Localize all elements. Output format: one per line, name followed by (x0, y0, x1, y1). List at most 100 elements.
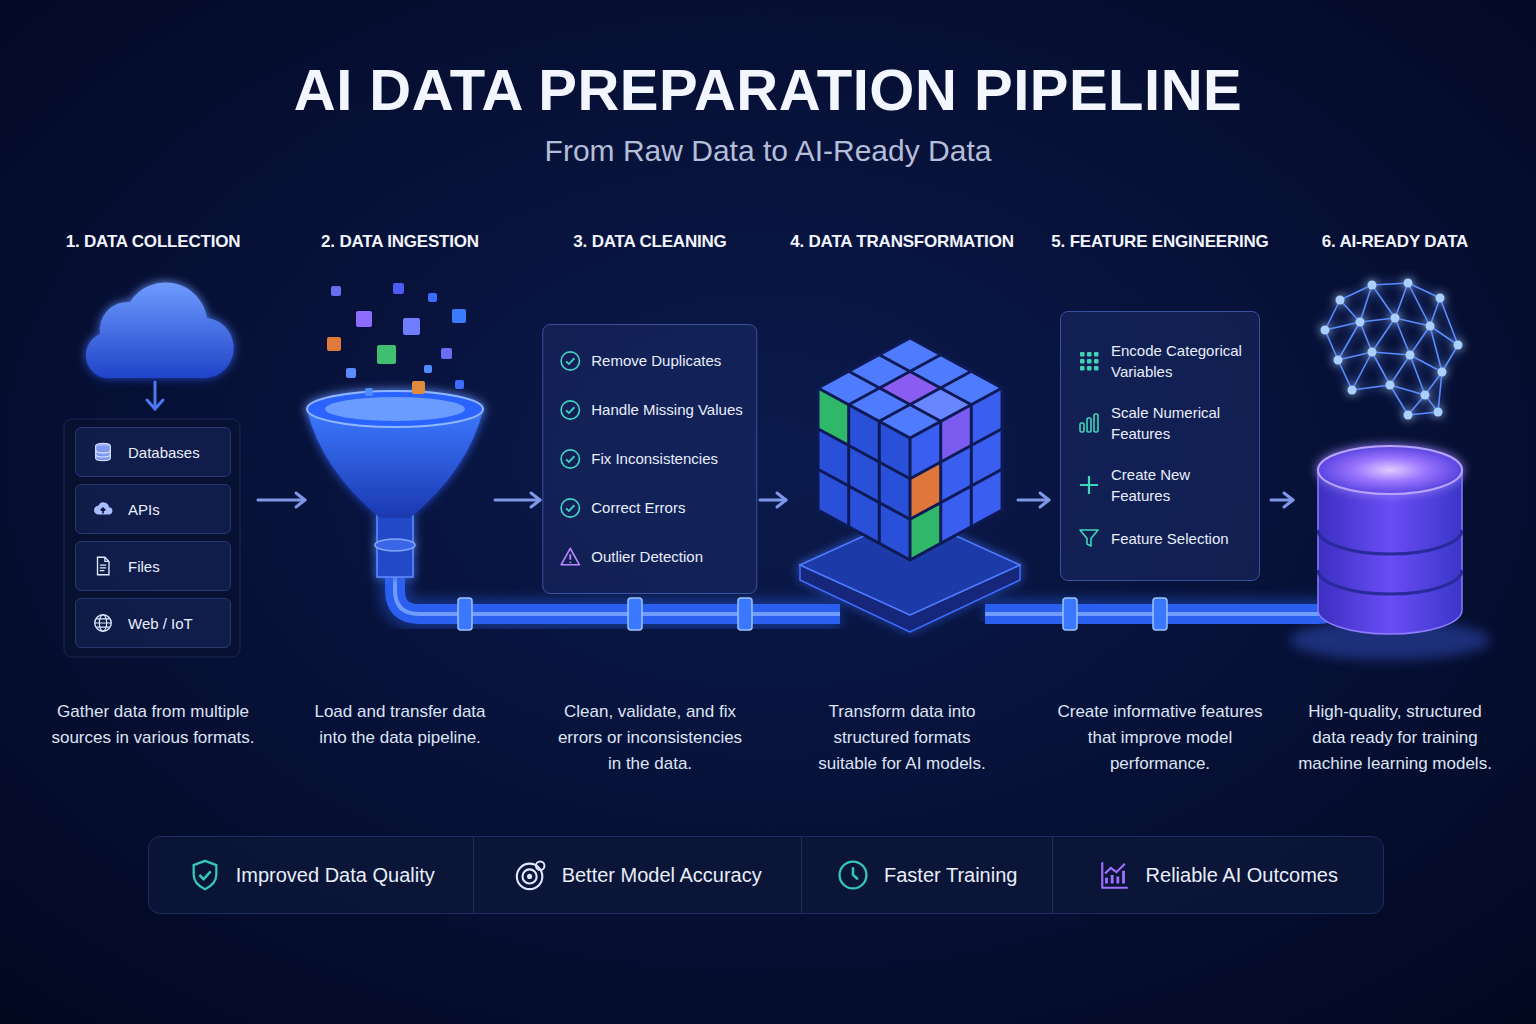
panel-item: Handle Missing Values (559, 399, 742, 421)
item-text: Encode Categorical Variables (1111, 340, 1245, 382)
graphic-part (818, 405, 910, 544)
graphic-part (307, 391, 483, 427)
arrow-head (1284, 493, 1293, 507)
graphic-part (853, 867, 858, 879)
icon (559, 350, 581, 372)
icon (1077, 349, 1101, 373)
graphic-part (377, 345, 396, 364)
source-box: Files (75, 541, 231, 591)
stage-column: 5. FEATURE ENGINEERINGCreate informative… (1049, 230, 1271, 790)
graphic-part (559, 399, 581, 421)
graphic-part (1368, 281, 1377, 290)
item-text: Scale Numerical Features (1111, 402, 1245, 444)
graphic-part (559, 497, 581, 519)
graphic-part (147, 400, 163, 409)
graphic-part (1087, 352, 1092, 357)
graphic-part (559, 448, 581, 470)
graphic-part (818, 338, 1002, 560)
graphic-part (92, 612, 114, 634)
benefit-cell: Improved Data Quality (149, 837, 473, 913)
benefit-cell: Faster Training (801, 837, 1052, 913)
graphic-part (1077, 349, 1101, 373)
stage-description: Create informative features that improve… (1054, 699, 1266, 777)
graphic-part (1087, 359, 1092, 364)
benefit-text: Faster Training (884, 864, 1017, 887)
cloud-icon (86, 282, 234, 378)
graphic-part (1404, 279, 1413, 288)
panel-item: Fix Inconsistencies (559, 448, 742, 470)
graphic-part (193, 861, 216, 889)
stage-description: Gather data from multiple sources in var… (50, 699, 256, 751)
graphic-part (738, 598, 752, 630)
graphic-part (96, 450, 111, 457)
graphic-part (100, 557, 109, 570)
data-particles (327, 283, 466, 396)
down-arrow (147, 382, 163, 409)
graphic-part (92, 498, 114, 520)
graphic-part (403, 318, 420, 335)
graphic-part (1077, 473, 1101, 497)
graphic-part (1386, 381, 1395, 390)
graphic-part (356, 311, 372, 327)
stage-description: Transform data into structured formats s… (807, 699, 997, 777)
arrow-head (531, 493, 540, 507)
arrow-line (258, 499, 305, 502)
graphic-part (1406, 351, 1415, 360)
graphic-part (1094, 414, 1098, 432)
graphic-part (327, 337, 341, 351)
arrow-head (1040, 493, 1049, 507)
graphic-part (561, 548, 579, 565)
panel-item: Create New Features (1077, 464, 1249, 506)
graphic-part (1348, 386, 1357, 395)
stage-column: 2. DATA INGESTIONLoad and transfer data … (305, 230, 495, 790)
graphic-part (1105, 864, 1125, 874)
stage-column: 1. DATA COLLECTIONGather data from multi… (48, 230, 258, 790)
graphic-part (1077, 411, 1101, 435)
flow-arrow (760, 493, 786, 507)
graphic-part (424, 365, 432, 373)
graphic-part (455, 380, 464, 389)
graphic-part (1436, 294, 1445, 303)
graphic-part (1098, 858, 1132, 892)
graphic-part (92, 555, 114, 577)
icon (1077, 473, 1101, 497)
icon (92, 441, 114, 463)
graphic-part (1454, 341, 1463, 350)
graphic-part (331, 286, 341, 296)
graphic-part (1080, 530, 1098, 546)
graphic-part (1063, 598, 1077, 630)
graphic-part (836, 858, 870, 892)
graphic-part (1087, 366, 1092, 371)
graphic-part (628, 598, 642, 630)
item-text: Handle Missing Values (591, 400, 742, 420)
source-label: Files (128, 558, 160, 575)
source-box: Web / IoT (75, 598, 231, 648)
graphic-part (1368, 348, 1377, 357)
graphic-part (840, 862, 867, 889)
funnel (307, 391, 483, 577)
graphic-part (910, 405, 1002, 544)
graphic-part (428, 293, 437, 302)
benefit-banner: Improved Data QualityBetter Model Accura… (148, 836, 1384, 914)
icon (836, 858, 870, 892)
graphic-part (458, 598, 1167, 630)
graphic-part (522, 869, 536, 883)
item-text: Feature Selection (1111, 528, 1229, 549)
graphic-part (516, 864, 542, 890)
graphic-part (818, 388, 1002, 560)
graphic-part (1421, 391, 1430, 400)
benefit-text: Reliable AI Outcomes (1146, 864, 1338, 887)
graphic-part (1426, 322, 1435, 331)
stage-column: 4. DATA TRANSFORMATIONTransform data int… (786, 230, 1018, 790)
data-cube (818, 338, 1002, 560)
icon (1098, 858, 1132, 892)
source-label: Databases (128, 444, 200, 461)
arrow-line (760, 499, 786, 502)
graphic-part (1325, 283, 1458, 415)
graphic-part (566, 358, 574, 364)
graphic-part (559, 350, 581, 372)
item-text: Outlier Detection (591, 547, 703, 567)
icon (1077, 526, 1101, 550)
graphic-part (527, 874, 532, 879)
item-text: Correct Errors (591, 498, 685, 518)
